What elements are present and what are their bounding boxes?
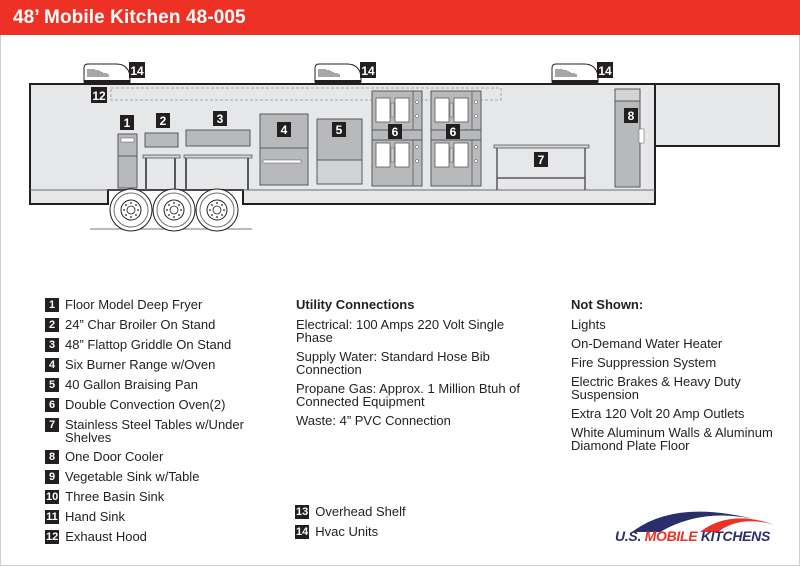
svg-text:14: 14: [361, 64, 375, 78]
svg-text:4: 4: [281, 123, 288, 137]
number-badge: 11: [45, 510, 59, 524]
not-shown-item: On-Demand Water Heater: [571, 336, 723, 351]
number-badge: 7: [45, 418, 59, 432]
svg-text:8: 8: [628, 109, 635, 123]
not-shown-item: Electric Brakes & Heavy Duty Suspension: [571, 374, 741, 402]
number-badge: 6: [45, 398, 59, 412]
svg-text:1: 1: [124, 116, 131, 130]
number-badge: 3: [45, 338, 59, 352]
svg-text:6: 6: [450, 125, 457, 139]
deep-fryer: [117, 133, 138, 189]
utility-item: Supply Water: Standard Hose Bib Connecti…: [296, 349, 490, 377]
utility-item: Electrical: 100 Amps 220 Volt Single Pha…: [296, 317, 505, 345]
not-shown-list: Not Shown: Lights On-Demand Water Heater…: [571, 297, 796, 458]
number-badge: 2: [45, 318, 59, 332]
utility-item: Propane Gas: Approx. 1 Million Btuh of C…: [296, 381, 521, 409]
number-badge: 13: [295, 505, 310, 519]
number-badge: 12: [45, 530, 60, 544]
utility-title: Utility Connections: [296, 297, 415, 312]
kitchen-trailer-diagram: 14 14 14 12 1 2 3 4 5 6 6 7 8: [29, 62, 780, 232]
number-badge: 14: [295, 525, 310, 539]
not-shown-title: Not Shown:: [571, 297, 644, 312]
number-badge: 9: [45, 470, 59, 484]
header-bar: 48’ Mobile Kitchen 48-005: [0, 0, 800, 35]
svg-text:2: 2: [160, 114, 167, 128]
number-badge: 10: [45, 490, 60, 504]
number-badge: 1: [45, 298, 59, 312]
svg-text:14: 14: [130, 64, 144, 78]
not-shown-item: Fire Suppression System: [571, 355, 717, 370]
svg-text:12: 12: [92, 89, 106, 103]
not-shown-item: Extra 120 Volt 20 Amp Outlets: [571, 406, 745, 421]
utility-connections: Utility Connections Electrical: 100 Amps…: [296, 297, 536, 433]
svg-text:6: 6: [392, 125, 399, 139]
utility-item: Waste: 4” PVC Connection: [296, 413, 451, 428]
svg-text:7: 7: [538, 153, 545, 167]
number-badge: 4: [45, 358, 59, 372]
svg-text:3: 3: [217, 112, 224, 126]
number-badge: 8: [45, 450, 59, 464]
logo-text: U.S. MOBILE KITCHENS: [615, 528, 771, 544]
number-badge: 5: [45, 378, 59, 392]
company-logo: U.S. MOBILE KITCHENS: [600, 495, 800, 555]
page-title: 48’ Mobile Kitchen 48-005: [13, 7, 246, 28]
not-shown-item: White Aluminum Walls & Aluminum Diamond …: [571, 425, 773, 453]
svg-text:14: 14: [598, 64, 612, 78]
logo-swoosh-icon: [632, 511, 775, 532]
svg-text:5: 5: [336, 123, 343, 137]
not-shown-item: Lights: [571, 317, 606, 332]
